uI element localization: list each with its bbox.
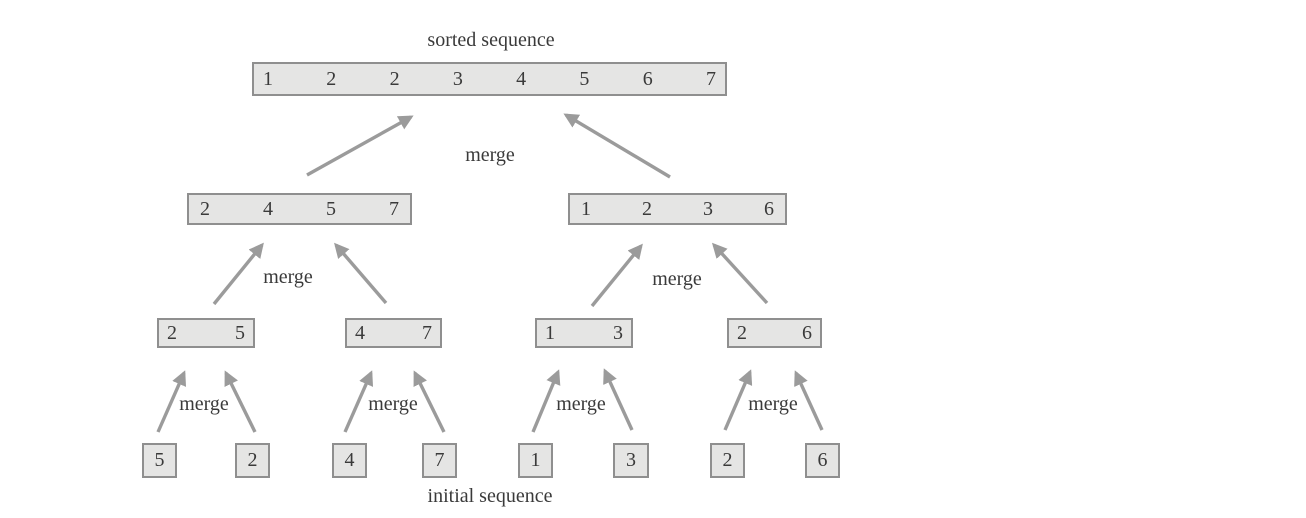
merge-arrow xyxy=(334,242,388,305)
sequence-value: 2 xyxy=(389,67,400,90)
sequence-value: 5 xyxy=(579,67,590,90)
sequence-value: 4 xyxy=(516,67,527,90)
merge-arrow xyxy=(306,115,414,177)
sequence-value: 5 xyxy=(326,197,336,220)
sequence-value: 1 xyxy=(581,197,591,220)
merge-label-level3-4: merge xyxy=(748,393,798,415)
sequence-value: 4 xyxy=(355,321,365,344)
sequence-value: 2 xyxy=(642,197,652,220)
run2-box-4: 2 6 xyxy=(727,318,822,348)
merge-label-level2-right: merge xyxy=(652,268,702,290)
sequence-value: 4 xyxy=(344,449,355,471)
merge-arrow xyxy=(711,242,769,305)
sequence-value: 6 xyxy=(642,67,653,90)
sequence-value: 5 xyxy=(154,449,165,471)
sequence-value: 7 xyxy=(389,197,399,220)
run4-box-left: 2 4 5 7 xyxy=(187,193,412,225)
leaf-box-7: 2 xyxy=(710,443,745,478)
merge-arrow xyxy=(531,369,561,433)
initial-sequence-label: initial sequence xyxy=(427,485,553,507)
sequence-value: 3 xyxy=(452,67,463,90)
sequence-value: 4 xyxy=(263,197,273,220)
sorted-sequence-label: sorted sequence xyxy=(427,29,555,51)
leaf-box-1: 5 xyxy=(142,443,177,478)
sequence-value: 1 xyxy=(530,449,541,471)
sequence-value: 3 xyxy=(703,197,713,220)
sequence-value: 1 xyxy=(545,321,555,344)
run2-box-3: 1 3 xyxy=(535,318,633,348)
sequence-value: 7 xyxy=(705,67,716,90)
merge-arrow xyxy=(590,243,643,308)
leaf-box-3: 4 xyxy=(332,443,367,478)
merge-arrow xyxy=(413,370,446,433)
merge-arrow xyxy=(563,113,671,179)
leaf-box-6: 3 xyxy=(613,443,649,478)
merge-arrow xyxy=(723,369,753,431)
sequence-value: 6 xyxy=(817,449,828,471)
merge-label-level1: merge xyxy=(465,144,515,166)
merge-arrow xyxy=(603,368,634,431)
merge-label-level2-left: merge xyxy=(263,266,313,288)
sequence-value: 6 xyxy=(764,197,774,220)
sequence-value: 2 xyxy=(247,449,258,471)
run2-box-2: 4 7 xyxy=(345,318,442,348)
leaf-box-4: 7 xyxy=(422,443,457,478)
run4-box-right: 1 2 3 6 xyxy=(568,193,787,225)
leaf-box-2: 2 xyxy=(235,443,270,478)
sequence-value: 7 xyxy=(434,449,445,471)
sequence-value: 2 xyxy=(167,321,177,344)
merge-label-level3-3: merge xyxy=(556,393,606,415)
merge-label-level3-2: merge xyxy=(368,393,418,415)
sequence-value: 2 xyxy=(722,449,733,471)
sequence-value: 5 xyxy=(235,321,245,344)
sequence-value: 3 xyxy=(626,449,636,471)
sequence-value: 2 xyxy=(326,67,337,90)
merge-arrow xyxy=(212,242,264,306)
sorted-sequence-box: 1 2 2 3 4 5 6 7 xyxy=(252,62,727,96)
run2-box-1: 2 5 xyxy=(157,318,255,348)
sequence-value: 3 xyxy=(613,321,623,344)
leaf-box-5: 1 xyxy=(518,443,553,478)
merge-arrow xyxy=(794,370,824,431)
merge-arrow xyxy=(156,370,187,433)
leaf-box-8: 6 xyxy=(805,443,840,478)
sequence-value: 6 xyxy=(802,321,812,344)
merge-label-level3-1: merge xyxy=(179,393,229,415)
sequence-value: 2 xyxy=(737,321,747,344)
sequence-value: 7 xyxy=(422,321,432,344)
sequence-value: 1 xyxy=(263,67,273,90)
merge-arrow xyxy=(343,370,374,433)
sequence-value: 2 xyxy=(200,197,210,220)
merge-arrow xyxy=(224,370,257,433)
